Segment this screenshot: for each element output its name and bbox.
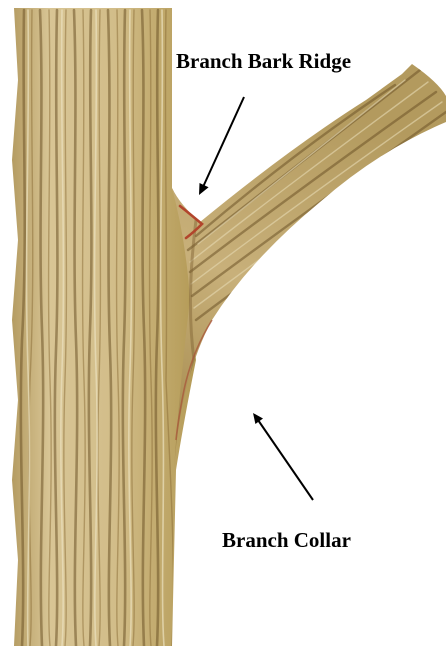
branch-collar-label: Branch Collar (222, 530, 351, 551)
branch-bark-ridge-label: Branch Bark Ridge (176, 51, 351, 72)
ridge-arrow (199, 97, 244, 195)
collar-arrow (253, 413, 313, 500)
